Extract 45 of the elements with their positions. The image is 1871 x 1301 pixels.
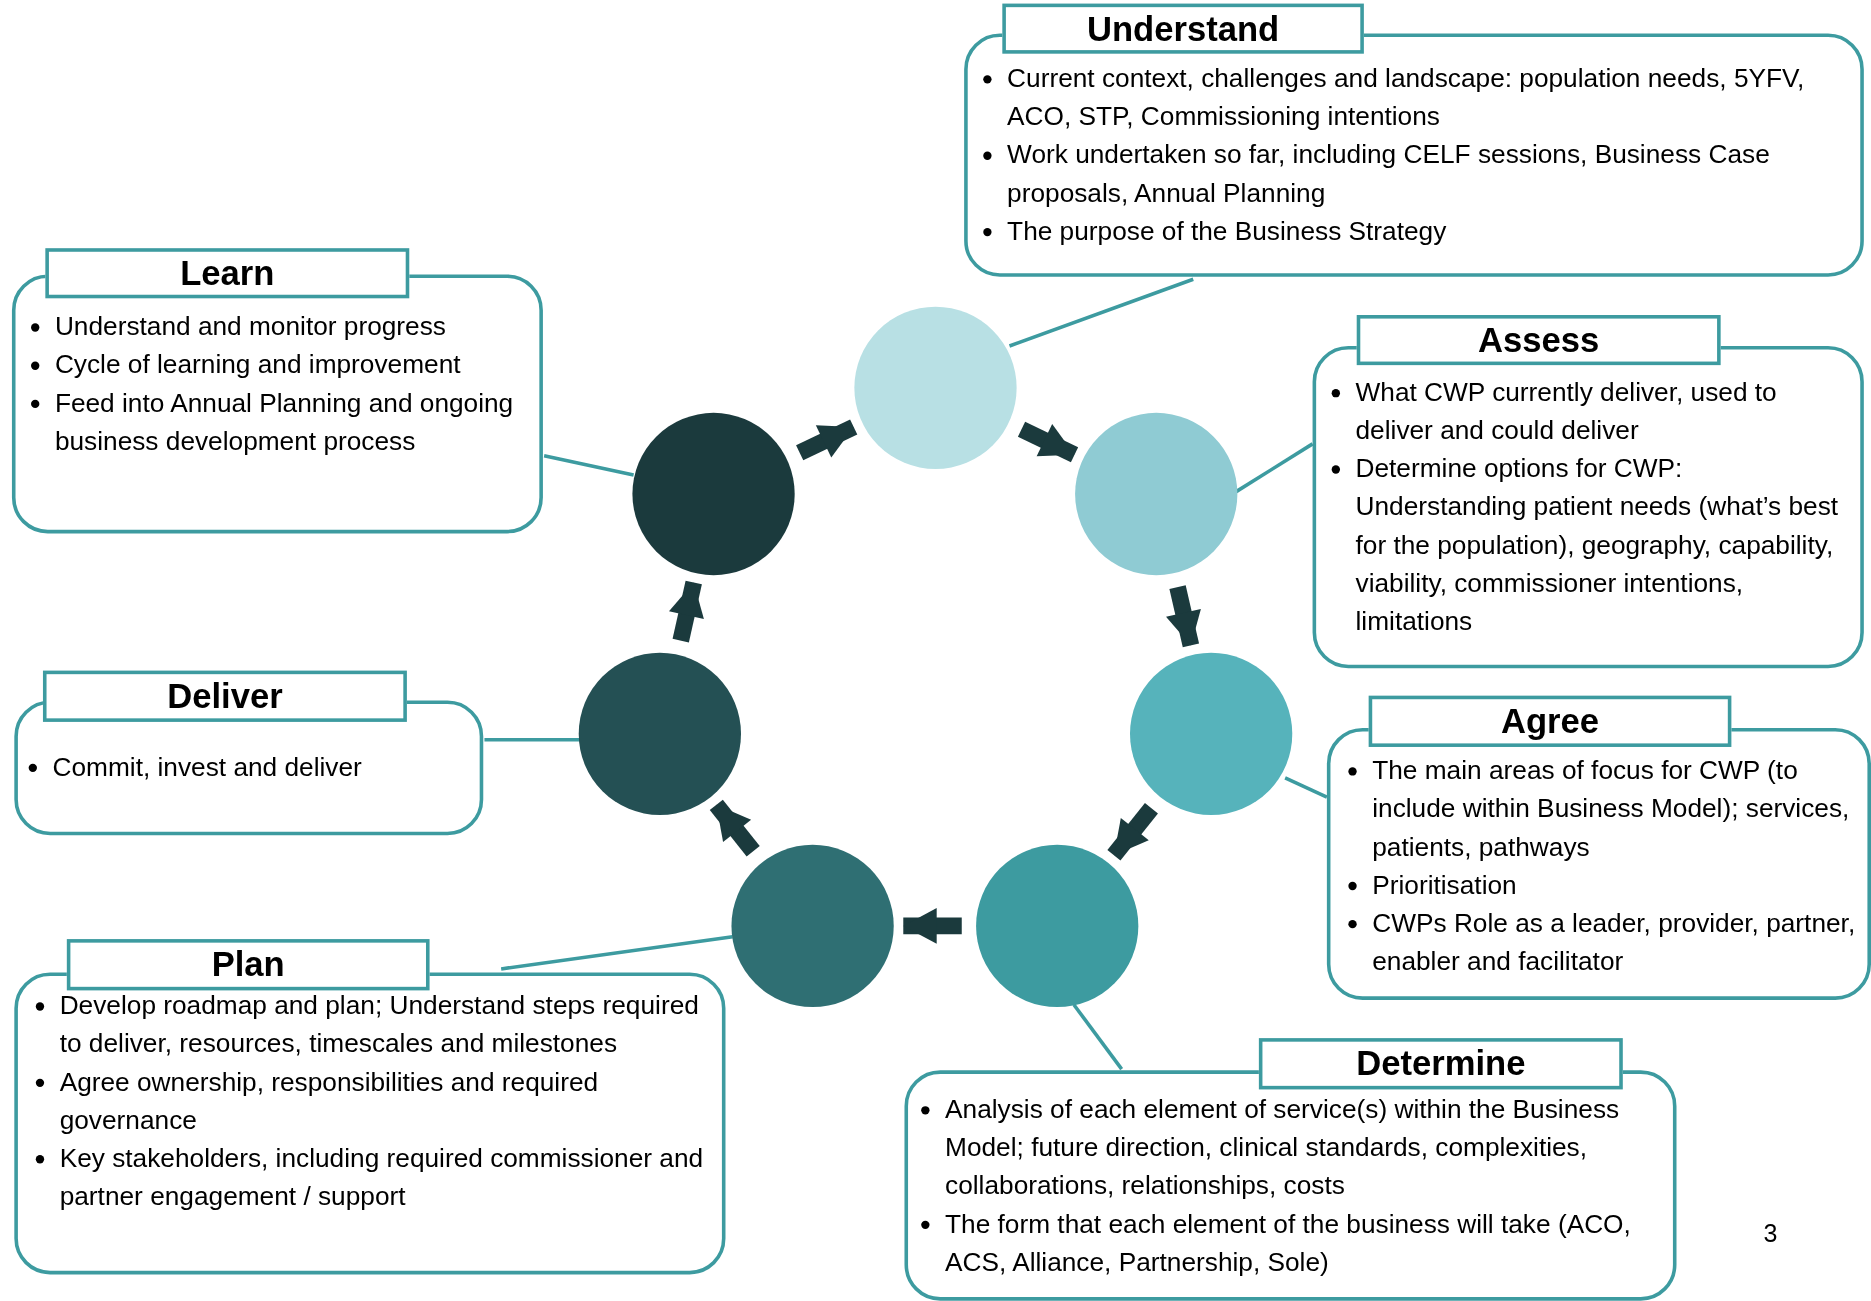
- callout-box: [1312, 315, 1864, 669]
- section-heading: Learn: [45, 248, 410, 299]
- section-heading: Understand: [1002, 3, 1364, 54]
- stage-circle: [1130, 652, 1293, 815]
- bullet-item: Cycle of learning and improvement: [28, 346, 530, 385]
- bullet-item: Understand and monitor progress: [28, 307, 530, 347]
- arrow: [709, 799, 760, 857]
- section-heading: Plan: [66, 939, 430, 991]
- callout-box: [1326, 695, 1871, 1000]
- callout-box: [964, 3, 1864, 277]
- arrow: [1107, 803, 1158, 861]
- stage-circle: [976, 844, 1139, 1008]
- arrow: [796, 419, 858, 461]
- bullet-item: Work undertaken so far, including CELF sessions, Business Case proposals, Annual Planning: [980, 136, 1852, 213]
- bullet-item: What CWP currently deliver, used to deliver and could deliver: [1329, 373, 1855, 450]
- section-heading: Determine: [1258, 1038, 1623, 1090]
- bullet-item: CWPs Role as a leader, provider, partner, enabler and facilitator: [1345, 904, 1860, 981]
- bullet-item: Prioritisation: [1345, 866, 1860, 905]
- section-heading: Deliver: [42, 670, 407, 722]
- callout-box: [14, 939, 726, 1275]
- bullet-item: Current context, challenges and landscape: population needs, 5YFV, ACO, STP, Commissioning intentions: [980, 59, 1852, 137]
- section-heading: Agree: [1368, 695, 1732, 747]
- arrow: [669, 580, 704, 643]
- arrow: [1017, 421, 1079, 463]
- callout-box: [11, 248, 543, 534]
- bullet-item: Commit, invest and deliver: [26, 748, 480, 787]
- arrow: [903, 908, 962, 944]
- stage-circle: [1075, 412, 1238, 576]
- bullet-item: The form that each element of the business will take (ACO, ACS, Alliance, Partnership, Sole): [918, 1205, 1659, 1282]
- bullet-item: Key stakeholders, including required commissioner and partner engagement / support: [33, 1139, 714, 1216]
- section-heading: Assess: [1356, 315, 1721, 366]
- arrow: [1166, 585, 1201, 648]
- callout-box: [904, 1038, 1677, 1301]
- stage-circle: [578, 652, 741, 815]
- bullet-item: Agree ownership, responsibilities and required governance: [33, 1063, 714, 1140]
- bullet-item: The main areas of focus for CWP (to include within Business Model); services, patients, pathways: [1345, 751, 1860, 867]
- stage-circle: [854, 306, 1017, 469]
- page-number: 3: [1763, 1219, 1778, 1249]
- bullet-item: Analysis of each element of service(s) within the Business Model; future direction, clinical standards, complexities, collaborations, relationships, costs: [918, 1090, 1659, 1206]
- callout-box: [14, 670, 484, 836]
- stage-circle: [632, 412, 795, 576]
- bullet-item: The purpose of the Business Strategy: [980, 212, 1852, 251]
- bullet-item: Determine options for CWP: Understanding patient needs (what’s best for the population), geography, capability, viability, commissioner intentions, limitations: [1329, 449, 1855, 641]
- bullet-item: Feed into Annual Planning and ongoing business development process: [28, 384, 530, 461]
- stage-circle: [731, 844, 894, 1008]
